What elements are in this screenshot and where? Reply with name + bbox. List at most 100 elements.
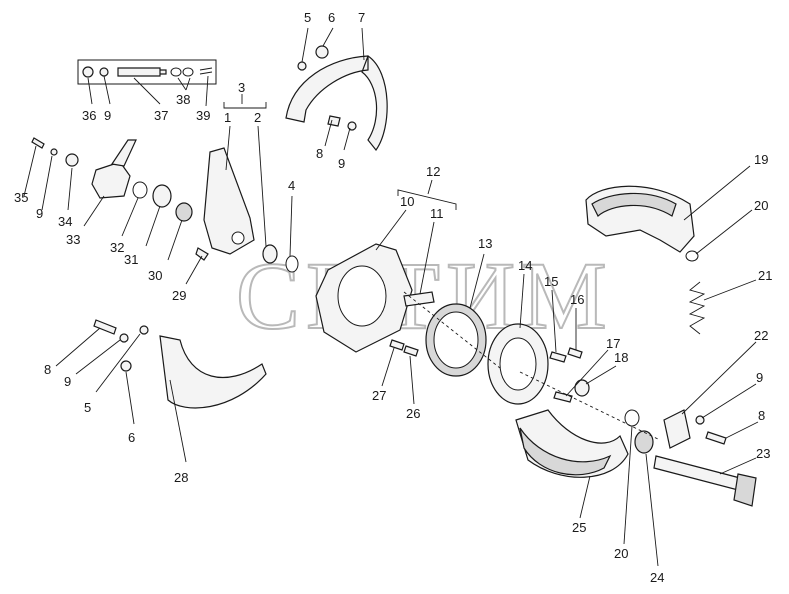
part-33-lever-arm (110, 139, 137, 167)
part-23-camshaft (653, 455, 741, 491)
callout-38: 38 (176, 92, 190, 107)
callout-10: 10 (400, 194, 414, 209)
part-8-bolt-left (93, 319, 117, 335)
part-2-bushing (262, 244, 278, 264)
callout-9-left: 9 (36, 206, 43, 221)
part-8-bolt-upper (327, 115, 341, 127)
part-5-nut-lower (139, 325, 149, 335)
part-22-plate (663, 409, 691, 449)
leader-lines (23, 27, 759, 567)
part-33-slack-adjuster (91, 161, 131, 199)
part-29-grease-fitting (195, 247, 209, 261)
callout-6-lower: 6 (128, 430, 135, 445)
callout-5-upper: 5 (304, 10, 311, 25)
callout-37: 37 (154, 108, 168, 123)
part-13-oil-seal-inner (433, 311, 479, 369)
callout-11: 11 (430, 206, 444, 221)
part-18-bushing (574, 379, 590, 397)
callout-32: 32 (110, 240, 124, 255)
part-25-shoe-lining (519, 427, 612, 476)
callout-15: 15 (544, 274, 558, 289)
part-8-bolt-right (705, 431, 727, 445)
part-11-stud (403, 291, 435, 307)
part-1-bracket (203, 147, 255, 255)
part-28-lower-dust-shield (159, 335, 267, 409)
part-20-bushing-upper (685, 250, 699, 262)
part-26-bolt (403, 345, 419, 357)
callout-20-upper: 20 (754, 198, 768, 213)
callout-39: 39 (196, 108, 210, 123)
callout-35: 35 (14, 190, 28, 205)
callout-9-lower-left: 9 (64, 374, 71, 389)
callout-16: 16 (570, 292, 584, 307)
part-30-bushing (175, 202, 193, 222)
part-4-ring (285, 255, 299, 273)
part-5-nut-upper (297, 61, 307, 71)
callout-1: 1 (224, 110, 231, 125)
callout-3: 3 (238, 80, 245, 95)
part-6-nut-upper (315, 45, 329, 59)
part-15-bolt (549, 351, 567, 363)
callout-8-left: 8 (44, 362, 51, 377)
callout-8-upper: 8 (316, 146, 323, 161)
callout-4: 4 (288, 178, 295, 193)
part-20-bushing-lower (624, 409, 640, 427)
callout-22: 22 (754, 328, 768, 343)
part-36-nut (82, 66, 94, 78)
callout-18: 18 (614, 350, 628, 365)
callout-28: 28 (174, 470, 188, 485)
part-31-washer (152, 184, 172, 208)
callout-23: 23 (756, 446, 770, 461)
callout-8-right: 8 (758, 408, 765, 423)
part-38-washer-b (182, 67, 194, 77)
part-17-bolt (553, 391, 573, 403)
callout-21: 21 (758, 268, 772, 283)
part-14-cover-inner (499, 337, 537, 391)
part-9-washer-lower-left (119, 333, 129, 343)
callout-30: 30 (148, 268, 162, 283)
callout-33: 33 (66, 232, 80, 247)
part-21-return-spring (688, 281, 706, 335)
part-9-washer-upper (347, 121, 357, 131)
callout-2: 2 (254, 110, 261, 125)
callout-9-right: 9 (756, 370, 763, 385)
part-38-washer-a (170, 67, 182, 77)
part-19-shoe-lining (591, 192, 677, 217)
part-24-seal (634, 430, 654, 454)
callout-36: 36 (82, 108, 96, 123)
callout-9-kit: 9 (104, 108, 111, 123)
callout-25: 25 (572, 520, 586, 535)
part-9-washer-kit (99, 67, 109, 77)
part-1-bracket-hole (231, 231, 245, 245)
callout-5-lower: 5 (84, 400, 91, 415)
part-kit-frame (77, 59, 217, 85)
callout-31: 31 (124, 252, 138, 267)
part-32-ring (132, 181, 148, 199)
callout-19: 19 (754, 152, 768, 167)
part-16-bolt (567, 347, 583, 359)
callout-9-upper: 9 (338, 156, 345, 171)
part-34-washer (65, 153, 79, 167)
callout-27: 27 (372, 388, 386, 403)
part-23-cam-head (733, 473, 757, 507)
part-35-bolt (31, 137, 45, 149)
part-7-upper-dust-shield (285, 55, 388, 151)
part-9-washer-left (50, 148, 58, 156)
part-39-cotter-pin (199, 67, 213, 75)
part-27-bolt (389, 339, 405, 351)
callout-14: 14 (518, 258, 532, 273)
callout-13: 13 (478, 236, 492, 251)
callout-24: 24 (650, 570, 664, 585)
callout-20-lower: 20 (614, 546, 628, 561)
callout-12: 12 (426, 164, 440, 179)
callout-labels: 5 6 7 8 9 36 9 37 38 39 3 1 2 4 35 9 34 … (14, 10, 772, 585)
callout-17: 17 (606, 336, 620, 351)
callout-6-upper: 6 (328, 10, 335, 25)
part-37-adjusting-bolt (117, 67, 167, 77)
callout-26: 26 (406, 406, 420, 421)
callout-7: 7 (358, 10, 365, 25)
part-10-center-bore (337, 265, 387, 327)
part-6-nut-lower (120, 360, 132, 372)
callout-29: 29 (172, 288, 186, 303)
